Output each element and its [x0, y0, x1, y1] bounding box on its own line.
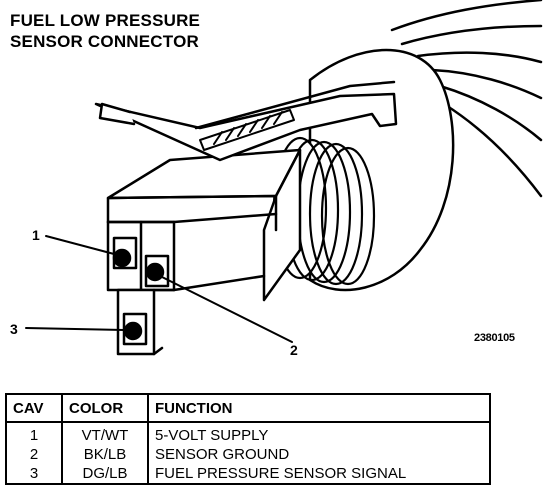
table-row: 3 DG/LB FUEL PRESSURE SENSOR SIGNAL: [6, 464, 490, 484]
diagram-title: FUEL LOW PRESSURE SENSOR CONNECTOR: [10, 10, 200, 52]
function-cell: 5-VOLT SUPPLY: [147, 422, 490, 445]
cavity-1: [112, 236, 138, 270]
function-cell: FUEL PRESSURE SENSOR SIGNAL: [147, 464, 490, 484]
table-header-row: CAV COLOR FUNCTION: [6, 394, 490, 423]
pin-label-2: 2: [290, 342, 298, 358]
connector-top-face: [106, 148, 302, 200]
figure-id: 2380105: [474, 332, 515, 344]
color-cell: DG/LB: [61, 464, 148, 484]
title-line-1: FUEL LOW PRESSURE: [10, 11, 201, 30]
table-row: 1 VT/WT 5-VOLT SUPPLY: [6, 422, 490, 445]
connector-side-face: [262, 148, 302, 302]
title-line-2: SENSOR CONNECTOR: [10, 32, 199, 51]
cav-cell: 3: [29, 465, 39, 482]
cav-cell: 1: [29, 427, 39, 444]
color-cell: VT/WT: [61, 422, 148, 445]
latch-window: [199, 109, 295, 151]
cavity-2: [144, 254, 170, 288]
table-row: 2 BK/LB SENSOR GROUND: [6, 445, 490, 464]
color-cell: BK/LB: [61, 445, 148, 464]
leader-lines: [25, 235, 293, 343]
header-function: FUNCTION: [147, 394, 490, 423]
cav-cell: 2: [29, 446, 39, 463]
header-color: COLOR: [61, 394, 148, 423]
connector-illustration: [25, 0, 543, 356]
wire-bundle: [390, 0, 543, 198]
pinout-table: CAV COLOR FUNCTION 1 VT/WT 5-VOLT SUPPLY…: [5, 393, 491, 485]
pin-label-3: 3: [10, 321, 18, 337]
pin-label-1: 1: [32, 227, 40, 243]
function-cell: SENSOR GROUND: [147, 445, 490, 464]
header-cav: CAV: [6, 394, 62, 423]
cavity-3: [122, 312, 148, 346]
